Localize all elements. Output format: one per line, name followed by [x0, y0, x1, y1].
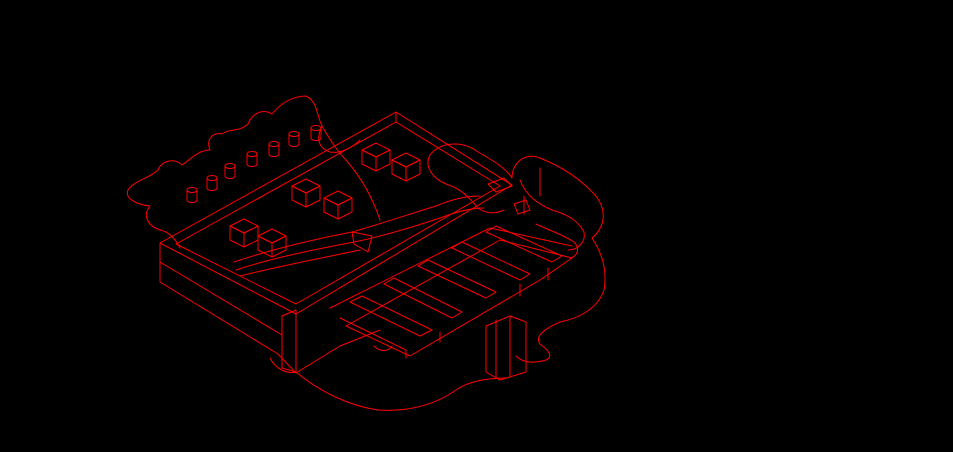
cylinder-post-top	[268, 141, 280, 147]
ladder-rung	[349, 295, 433, 337]
ladder-rung	[485, 225, 563, 263]
block-cube	[229, 218, 259, 248]
cylinder-post-top	[224, 163, 236, 169]
cylinder-post	[268, 141, 280, 157]
trough-lower-edge	[235, 207, 485, 271]
slab-top-inner-rim	[175, 121, 501, 305]
block-cube	[361, 142, 391, 172]
block-cube-face	[391, 152, 421, 168]
cylinder-post-top	[288, 131, 300, 137]
slab-side-line	[159, 261, 283, 336]
foundation-slab	[159, 111, 513, 374]
block-cube	[257, 228, 287, 258]
right-pier	[485, 315, 527, 381]
block-cube-face	[337, 197, 353, 220]
terrain-mid-channel	[519, 179, 585, 251]
trough-upper-edge	[233, 195, 481, 263]
terrain-top-contour	[318, 125, 361, 153]
block-cube-face	[291, 185, 307, 208]
cylinder-post	[206, 175, 218, 191]
terrain-inner-bump	[427, 154, 505, 214]
ladder-rail-top	[329, 227, 573, 309]
cylinder-post	[186, 187, 198, 203]
block-cube-face	[243, 225, 259, 248]
cylinder-post-top	[186, 187, 198, 193]
block-cube-face	[361, 149, 377, 172]
cylinder-post	[310, 125, 322, 141]
slab-bottom-left	[159, 281, 297, 374]
cylinder-post-body	[310, 127, 322, 141]
trough-base-line	[239, 249, 361, 277]
block-cube-face	[361, 142, 391, 158]
block-cube-face	[257, 228, 287, 244]
block-cube-face	[305, 185, 321, 208]
block-cube-face	[229, 218, 259, 234]
terrain-outer-contour	[127, 95, 347, 191]
block-cube	[391, 152, 421, 182]
end-marks	[373, 177, 531, 351]
ladder-rung	[383, 277, 463, 319]
ladder-rung	[451, 241, 531, 281]
terrain-bottom-contour	[295, 371, 509, 411]
terrain-right-contour	[429, 143, 606, 363]
trough-curve	[345, 159, 381, 221]
front-pier	[281, 309, 297, 373]
trough-channel	[233, 159, 485, 277]
end-block	[513, 199, 531, 215]
post-group	[186, 125, 322, 203]
ladder-rung	[417, 259, 497, 299]
cylinder-post-body	[246, 153, 258, 167]
block-cube-face	[391, 159, 407, 182]
block-group	[229, 142, 421, 258]
ladder-rail-bottom	[345, 239, 573, 327]
cylinder-post	[246, 151, 258, 167]
cylinder-post-body	[268, 143, 280, 157]
cylinder-post-top	[246, 151, 258, 157]
block-cube-face	[375, 149, 391, 172]
cylinder-post	[224, 163, 236, 179]
cylinder-post-top	[206, 175, 218, 181]
terrain-bottom-bulge	[269, 357, 297, 373]
terrain-left-contour	[126, 189, 181, 249]
right-pier-body	[485, 315, 527, 381]
cylinder-post-body	[186, 189, 198, 203]
block-cube-face	[271, 235, 287, 258]
cylinder-post-top	[310, 125, 322, 131]
cylinder-post-body	[224, 165, 236, 179]
ladder-rungs	[349, 225, 563, 337]
block-cube	[323, 190, 353, 220]
block-cube	[291, 178, 321, 208]
trough-head	[351, 231, 373, 253]
ladder-rail-front	[345, 257, 573, 357]
block-cube-face	[291, 178, 321, 194]
cylinder-post-body	[288, 133, 300, 147]
block-cube-face	[405, 159, 421, 182]
ladder-rail-front-lower	[339, 317, 407, 351]
end-block	[487, 177, 513, 193]
cylinder-post	[288, 131, 300, 147]
block-cube-face	[229, 225, 245, 248]
cylinder-post-body	[206, 177, 218, 191]
bottom-squiggle	[373, 345, 393, 351]
ladder-structure	[329, 167, 578, 359]
slab-top-face	[159, 111, 513, 315]
block-cube-face	[323, 190, 353, 206]
ladder-hook	[535, 223, 578, 259]
block-cube-face	[323, 197, 339, 220]
terrain-contour	[126, 95, 606, 411]
